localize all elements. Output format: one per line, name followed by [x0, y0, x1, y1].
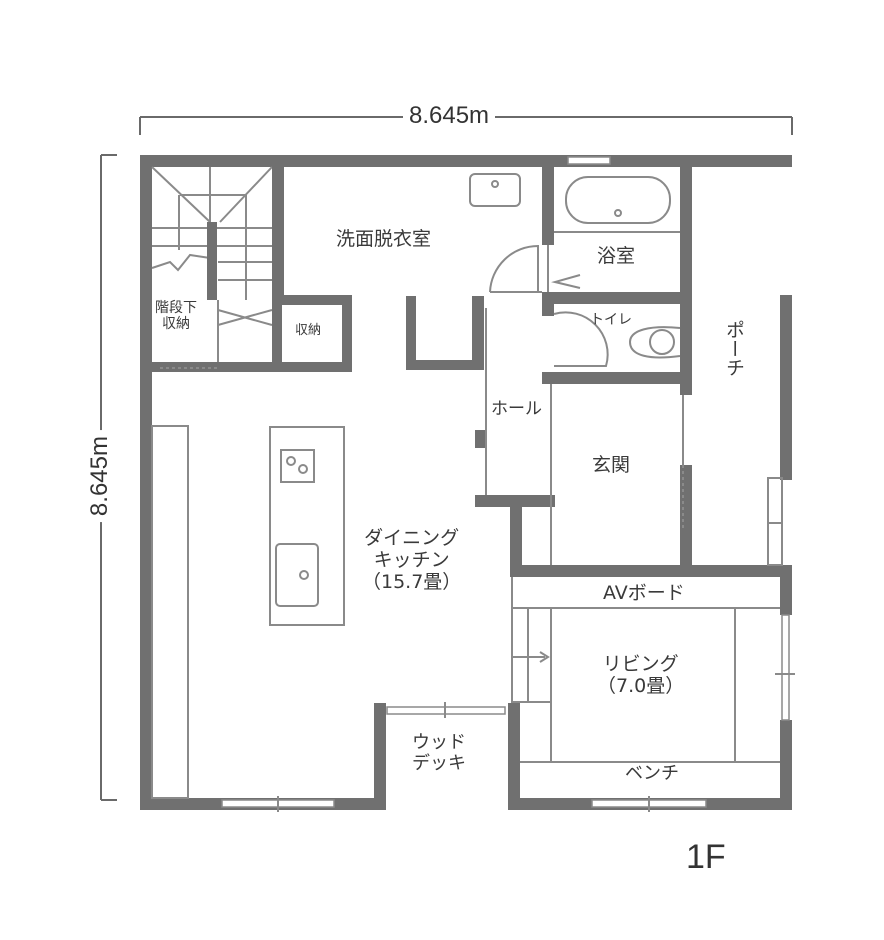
room-label-bench: ベンチ	[625, 763, 679, 784]
room-label-toilet: トイレ	[590, 312, 632, 328]
room-label-hall: ホール	[491, 399, 542, 419]
height-dimension-label: 8.645m	[86, 430, 113, 523]
room-label-entrance: 玄関	[592, 454, 631, 476]
room-label-under-stairs-storage: 階段下 収納	[155, 300, 197, 333]
room-label-storage: 収納	[295, 323, 322, 338]
staircase	[151, 166, 273, 370]
interior-walls	[152, 155, 792, 810]
room-label-porch: ポーチ	[722, 320, 745, 377]
floor-label: 1F	[686, 838, 726, 876]
width-dimension-label: 8.645m	[403, 104, 496, 128]
room-label-washroom: 洗面脱衣室	[336, 228, 432, 250]
room-label-av-board: AVボード	[603, 582, 685, 604]
room-label-wood-deck: ウッド デッキ	[412, 732, 466, 774]
windows	[221, 156, 795, 812]
room-label-dining-kitchen: ダイニング キッチン （15.7畳）	[362, 527, 462, 593]
room-label-bathroom: 浴室	[597, 245, 636, 267]
fixtures	[151, 173, 783, 799]
room-label-living: リビング （7.0畳）	[597, 653, 685, 697]
